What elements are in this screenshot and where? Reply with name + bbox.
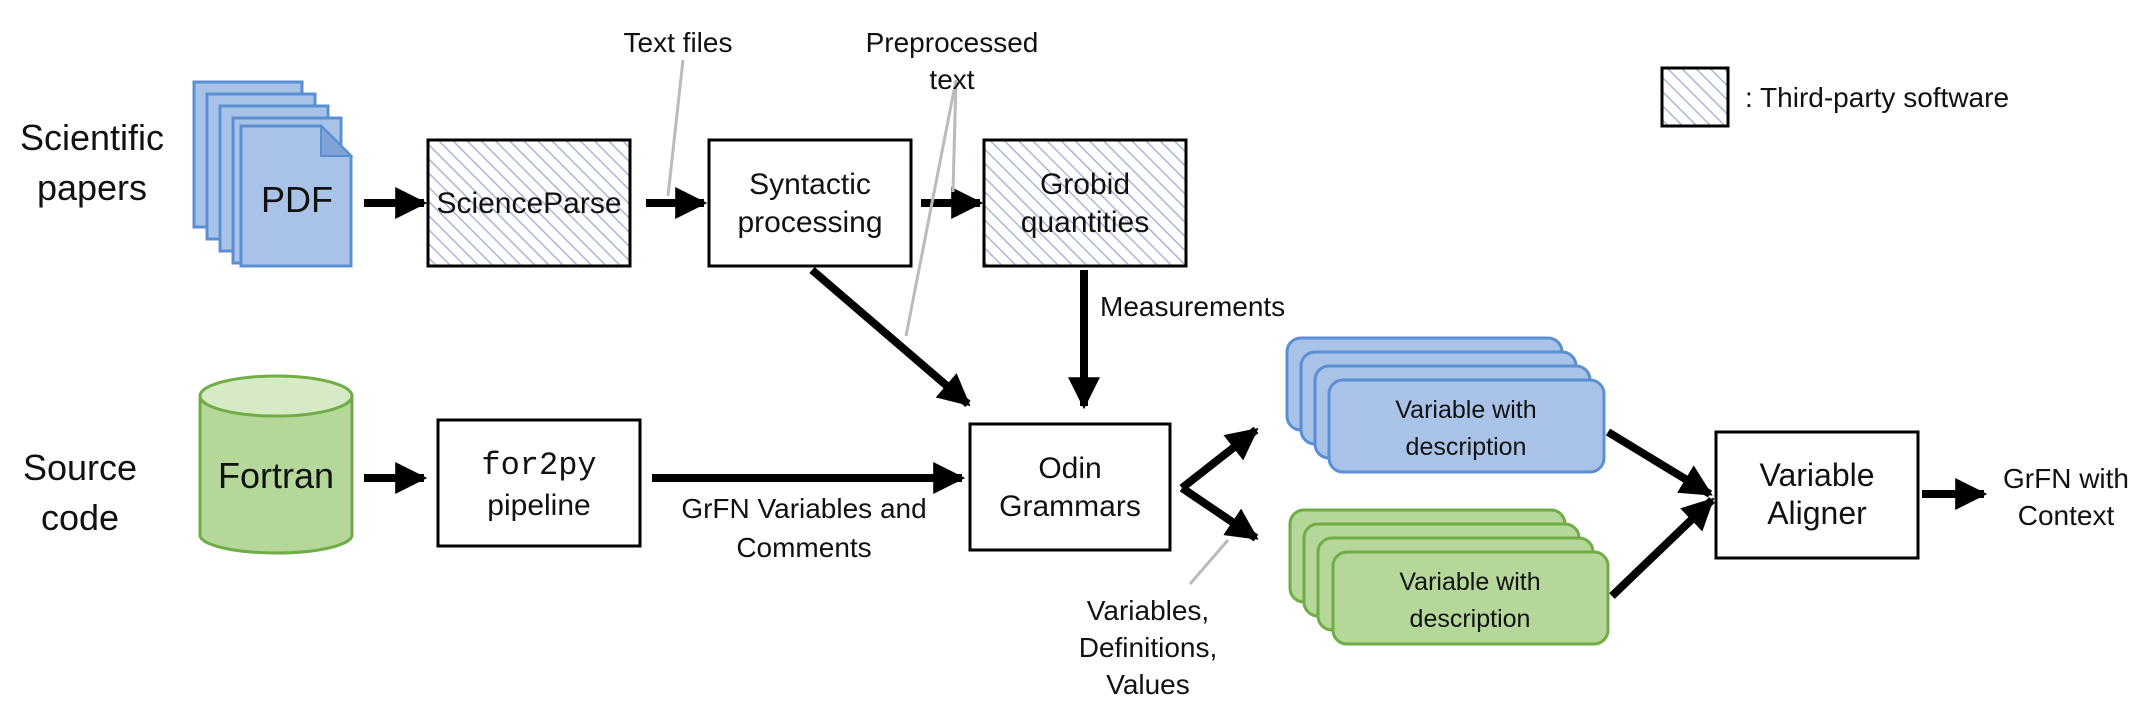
output-label: GrFN with Context <box>2003 463 2129 531</box>
preprocessed-label-line1: Preprocessed <box>866 27 1039 58</box>
blue-stack-label-line2: description <box>1406 433 1527 461</box>
syntactic-processing-node: Syntactic processing <box>707 138 913 268</box>
arrow-odin-to-green <box>1179 484 1259 542</box>
grobid-label-line2: quantities <box>1021 206 1149 239</box>
grobid-node: Grobid quantities <box>982 138 1188 268</box>
odin-grammars-node: Odin Grammars <box>968 422 1172 552</box>
variable-description-stack-blue: Variable with description <box>1285 336 1606 474</box>
blue-stack-label-line1: Variable with <box>1395 396 1536 424</box>
aligner-label-line2: Aligner <box>1767 495 1867 531</box>
edge-labels: Text files Preprocessed text Measurement… <box>624 27 1286 700</box>
callout-lines <box>666 59 1230 585</box>
legend-hatch-swatch <box>1660 66 1730 128</box>
vdv-label-line3: Values <box>1106 669 1190 700</box>
fortran-label: Fortran <box>218 455 334 496</box>
aligner-label-line1: Variable <box>1759 457 1874 493</box>
odin-label-line1: Odin <box>1038 452 1101 485</box>
papers-label-line2: papers <box>37 167 147 208</box>
arrow-odin-to-blue <box>1179 426 1259 492</box>
for2py-node: for2py pipeline <box>436 418 642 548</box>
legend-label: : Third-party software <box>1745 82 2009 113</box>
code-label-line2: code <box>41 497 119 538</box>
syntactic-label-line1: Syntactic <box>749 168 871 201</box>
pdf-label: PDF <box>261 179 333 220</box>
green-stack-label-line1: Variable with <box>1399 568 1540 596</box>
scienceparse-label: ScienceParse <box>436 187 621 220</box>
legend: : Third-party software <box>1660 66 2009 128</box>
vdv-label-line1: Variables, <box>1087 595 1209 626</box>
papers-label-line1: Scientific <box>20 117 164 158</box>
output-label-line2: Context <box>2018 500 2115 531</box>
document-stack-icon: PDF <box>192 80 354 268</box>
green-stack-label-line2: description <box>1410 605 1531 633</box>
grfn-variables-label-line2: Comments <box>736 532 871 563</box>
arrow-syntactic-to-odin <box>809 266 971 408</box>
grfn-variables-label-line1: GrFN Variables and <box>681 493 926 524</box>
syntactic-label-line2: processing <box>737 206 882 239</box>
preprocessed-label-line2: text <box>929 64 974 95</box>
vdv-label-line2: Definitions, <box>1079 632 1218 663</box>
grobid-label-line1: Grobid <box>1040 168 1130 201</box>
for2py-label-line2: pipeline <box>487 489 590 522</box>
input-labels: Scientific papers Source code <box>20 117 164 538</box>
database-cylinder-icon: Fortran <box>198 374 354 555</box>
arrows <box>364 187 1988 599</box>
scienceparse-node: ScienceParse <box>426 138 632 268</box>
text-files-label: Text files <box>624 27 733 58</box>
arrow-green-to-aligner <box>1609 497 1715 599</box>
odin-label-line2: Grammars <box>999 490 1141 523</box>
for2py-label-line1: for2py <box>481 447 596 484</box>
measurements-label: Measurements <box>1100 291 1285 322</box>
variable-description-stack-green: Variable with description <box>1288 508 1610 646</box>
variable-aligner-node: Variable Aligner <box>1714 430 1920 560</box>
code-label-line1: Source <box>23 447 137 488</box>
output-label-line1: GrFN with <box>2003 463 2129 494</box>
arrow-blue-to-aligner <box>1605 428 1713 498</box>
